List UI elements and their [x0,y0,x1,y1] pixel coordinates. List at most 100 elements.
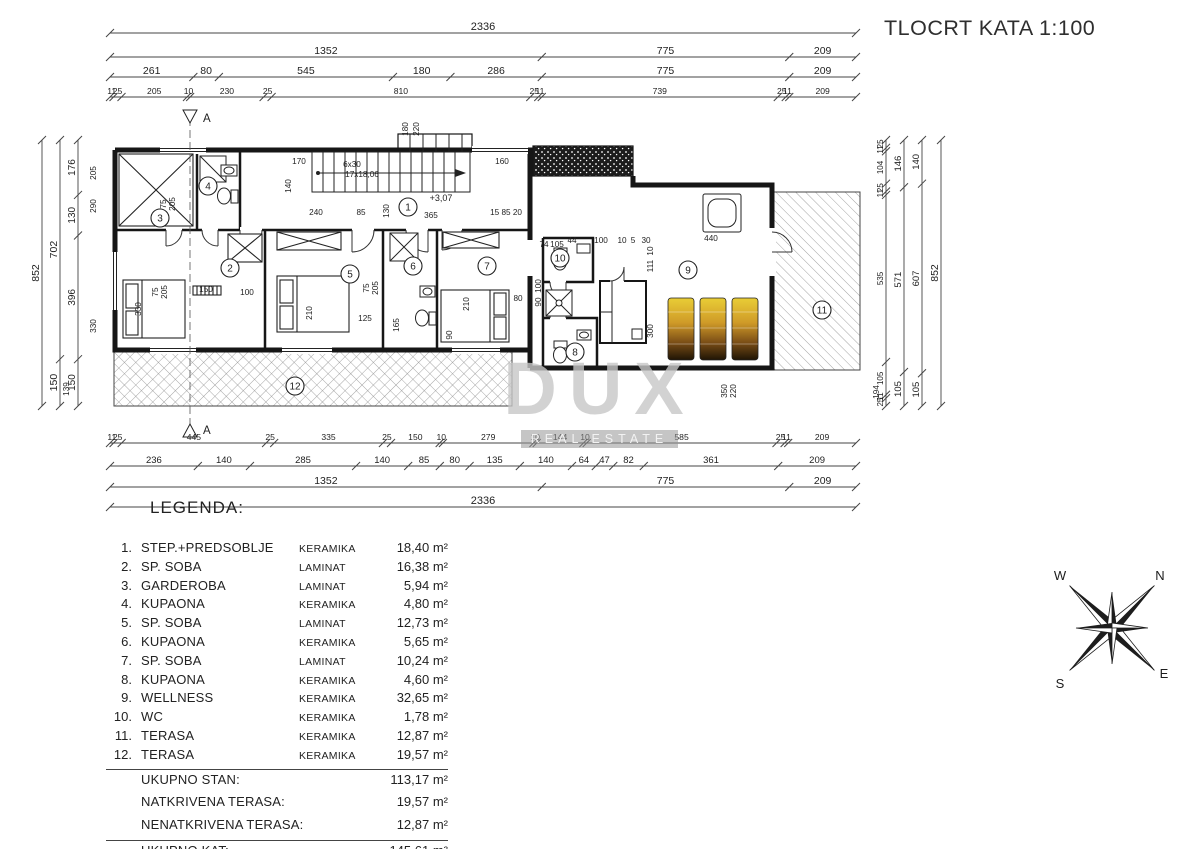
dimension-label: 25 [876,183,885,192]
room-number-circle: 4 [198,176,218,196]
dimension-label: 25 [777,86,787,96]
dimension-label: 10 [184,86,194,96]
dimension-label: 139 [62,382,71,396]
room-number-label: 11 [817,306,828,317]
legend-item-number: 4. [121,596,132,612]
room-number-circle: 6 [403,256,423,276]
dimension-label: 585 [674,432,689,442]
dimension-label: 150 [48,374,60,392]
dimension-label: 75 [151,287,160,297]
dimension-label: 1352 [314,45,338,57]
dimension-label: 240 [309,208,323,217]
dimension-label: 80 [200,65,212,77]
dimension-label: 146 [893,156,904,172]
dimension-label: 75 [362,283,371,293]
dimension-label: 335 [321,432,336,442]
total-label: NENATKRIVENA TERASA: [141,816,304,832]
furniture [118,153,510,343]
room8-fixtures [553,329,592,364]
dimension-label: 25 [113,432,123,442]
sun-loungers [667,297,759,361]
room-number-label: 12 [289,382,301,393]
bed-room7 [440,289,510,343]
legend-item-name: STEP.+PREDSOBLJE [141,540,274,555]
interior-walls [115,150,599,368]
legend-total-row: NATKRIVENA TERASA:19,57 m² [106,794,448,815]
legend-item-material: KERAMIKA [299,749,356,762]
dimension-label: 330 [89,319,98,333]
total-label: NATKRIVENA TERASA: [141,794,285,810]
dimension-label: 350 [720,384,729,398]
legend-item-material: KERAMIKA [299,674,356,687]
legend-item-area: 16,38 m² [396,558,448,574]
dimension-label: 111 [646,259,655,272]
dimension-label: 300 [646,324,655,338]
legend-item-number: 10. [113,709,132,725]
dimension-label: 230 [220,86,235,96]
dimension-label: 180 [401,122,410,136]
legend-item-name: SP. SOBA [141,558,202,574]
legend-item-material: KERAMIKA [299,636,356,649]
legend-item-area: 19,57 m² [396,746,448,762]
dimension-label: 1352 [314,475,338,487]
legend-total-row: UKUPNO STAN:113,17 m² [106,772,448,793]
legend-heading: LEGENDA: [150,498,244,517]
legend-item-material: KERAMIKA [299,599,356,612]
legend-item-number: 1. [121,540,132,555]
room-number-label: 10 [554,254,566,265]
bed-room5 [276,275,350,333]
lounger [667,297,695,361]
dimension-label: 205 [371,281,380,295]
lounger [731,297,759,361]
legend-item-area: 4,60 m² [403,671,448,687]
dimension-label: 25 [876,397,885,406]
sauna-benches [600,281,643,343]
dimension-label: 105 [911,382,922,398]
legend-item-material: LAMINAT [299,618,346,631]
terrace-11-hatch [773,191,861,371]
legend-item-material: KERAMIKA [299,712,356,725]
dimension-label: 44 [567,236,577,245]
room-number-circle: 2 [220,258,240,278]
dimension-label: 545 [297,65,315,77]
legend-item-number: 11. [114,727,132,743]
dimension-label: 10 [437,432,447,442]
dimension-label: 130 [382,204,391,218]
legend-item-name: SP. SOBA [141,615,202,631]
dimension-label: 11 [107,432,116,442]
compass-label-south: S [1056,676,1065,691]
grand-total-label: UKUPNO KAT: [141,843,229,849]
room-number-circle: 9 [678,260,698,280]
section-marker-label: A [203,113,211,125]
dimension-label: 90 [445,330,454,340]
dimension-label: 25 [113,86,123,96]
compass-needle-dark [1107,628,1112,664]
legend-item-material: LAMINAT [299,580,346,593]
dimension-label: 330 [134,302,143,316]
legend-item-material: LAMINAT [299,655,346,668]
room-number-label: 4 [205,182,211,193]
dimension-label: 25 [876,139,885,148]
room-number-label: 8 [572,348,578,359]
dimension-label: 210 [305,306,314,320]
legend-item-material: KERAMIKA [299,730,356,743]
wall-openings [111,146,793,354]
dimension-label: 209 [814,475,832,487]
legend-item-area: 10,24 m² [396,652,448,668]
room-number-circle: 8 [565,342,585,362]
compass-needles [1069,585,1155,671]
legend-item-number: 3. [121,577,132,593]
dimension-label: 150 [199,285,213,294]
compass-label-east: E [1160,666,1169,681]
room-number-circle: 7 [477,256,497,276]
dimension-label: 194 [872,385,881,399]
dimension-label: 445 [187,432,202,442]
room-number-label: 9 [685,266,691,277]
dimension-label: 140 [374,455,390,466]
compass-needle-light [1075,627,1113,634]
legend-item-area: 5,94 m² [403,577,448,593]
legend-item-name: TERASA [141,727,195,743]
